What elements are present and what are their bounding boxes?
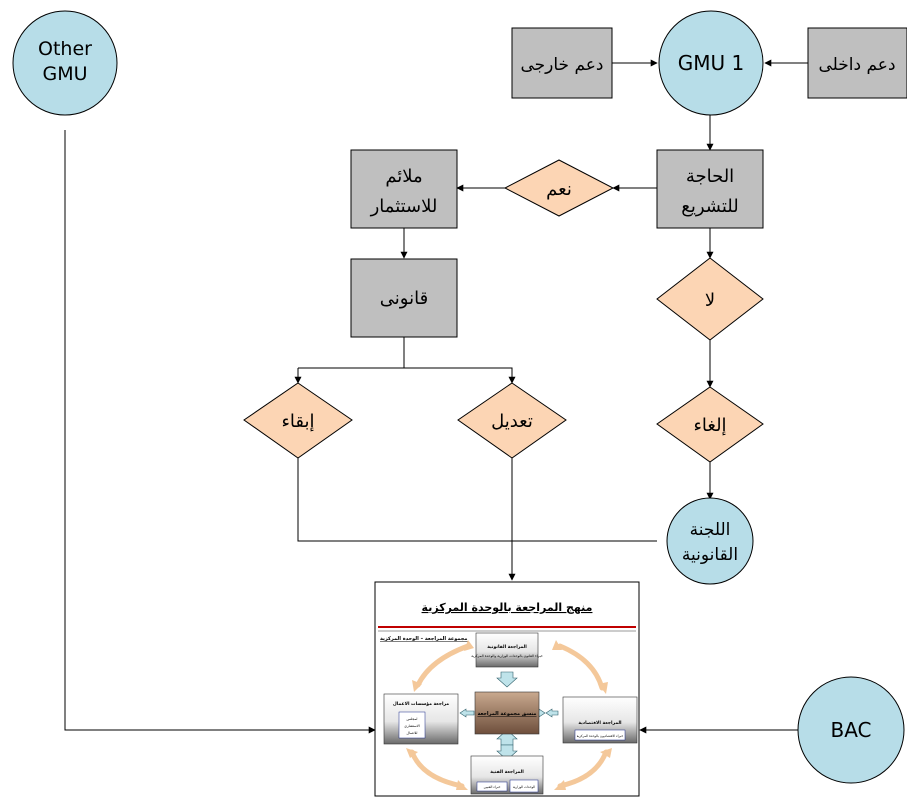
inset-left-detail-2: الاستشاري (404, 724, 420, 728)
inset-technical-review-box: المراجعة الفنية خبراء الفنيين الوحدات ال… (470, 755, 544, 795)
other-gmu-label-2: GMU (42, 63, 87, 85)
inset-bottom-detail-1: خبراء الفنيين (484, 785, 501, 789)
inset-bottom-detail-2: الوحدات الوزارية (513, 785, 535, 789)
inset-legal-review-box: المراجعة القانونية خبراء القانون بالوحدا… (471, 632, 543, 668)
other-gmu-label-1: Other (38, 38, 92, 60)
inset-left-detail-1: لمجلس (407, 717, 418, 721)
legal-label: قانونى (380, 288, 428, 309)
investment-fit-box[interactable]: ملائم للاستثمار (350, 149, 458, 229)
gmu1-label: GMU 1 (678, 51, 744, 75)
external-support-label: دعم خارجى (520, 55, 603, 75)
inset-title: منهج المراجعة بالوحدة المركزية (422, 601, 593, 614)
need-label-1: الحاجة (686, 166, 734, 187)
inset-top-detail: خبراء القانون بالوحدات الوزارية والوحدة … (471, 654, 543, 658)
internal-support-box[interactable]: دعم داخلى (807, 27, 907, 99)
committee-label-2: القانونية (682, 545, 738, 565)
inset-left-detail-3: للاعمال (407, 731, 418, 735)
keep-to-committee-line (297, 458, 657, 542)
cancel-diamond[interactable]: إلغاء (656, 386, 764, 463)
keep-label: إبقاء (281, 411, 314, 432)
other-gmu-node[interactable]: Other GMU (12, 10, 118, 116)
inset-right-title: المراجعة الاقتصادية (578, 721, 622, 726)
legal-box[interactable]: قانونى (350, 258, 458, 338)
inset-cycle-arrowheads (406, 640, 612, 790)
split-line (298, 337, 405, 369)
legal-committee-node[interactable]: اللجنة القانونية (666, 497, 754, 585)
inset-coordinator-box: منسق مجموعة المراجعة (474, 691, 540, 735)
inset-business-review-box: مراجعة مؤسسات الاعمال لمجلس الاستشاري لل… (383, 693, 459, 745)
inset-center-label: منسق مجموعة المراجعة (477, 711, 536, 717)
connectors (64, 59, 808, 734)
cancel-label: إلغاء (693, 415, 726, 436)
arrow-split-to-amend (404, 367, 516, 384)
fit-label-2: للاستثمار (370, 196, 438, 217)
inset-cycle-arrows (409, 643, 609, 789)
inset-right-detail: خبراء الاقتصاديون بالوحدة المركزية (577, 734, 623, 738)
internal-support-label: دعم داخلى (818, 55, 895, 75)
arrow-othergmu-to-inset (64, 130, 376, 734)
review-method-inset[interactable]: منهج المراجعة بالوحدة المركزية مجموعة ال… (374, 581, 640, 797)
external-support-box[interactable]: دعم خارجى (511, 27, 613, 99)
keep-diamond[interactable]: إبقاء (243, 382, 353, 459)
committee-label-1: اللجنة (690, 520, 731, 540)
yes-diamond[interactable]: نعم (503, 159, 615, 217)
no-diamond[interactable]: لا (656, 257, 764, 341)
inset-bottom-title: المراجعة الفنية (490, 770, 524, 775)
fit-label-1: ملائم (385, 166, 422, 187)
inset-subtitle: مجموعة المراجعة – الوحدة المركزية (380, 636, 467, 642)
amend-label: تعديل (491, 411, 533, 432)
gmu1-node[interactable]: GMU 1 (658, 10, 764, 116)
no-label: لا (705, 290, 715, 311)
bac-node[interactable]: BAC (797, 676, 905, 784)
bac-label: BAC (830, 718, 871, 742)
legislation-need-box[interactable]: الحاجة للتشريع (656, 149, 764, 229)
inset-left-title: مراجعة مؤسسات الاعمال (393, 702, 449, 707)
inset-economic-review-box: المراجعة الاقتصادية خبراء الاقتصاديون با… (562, 696, 638, 744)
yes-label: نعم (546, 179, 572, 200)
need-label-2: للتشريع (681, 196, 738, 217)
inset-center-links (459, 671, 559, 761)
inset-top-title: المراجعة القانونية (487, 645, 527, 650)
amend-diamond[interactable]: تعديل (457, 382, 567, 459)
